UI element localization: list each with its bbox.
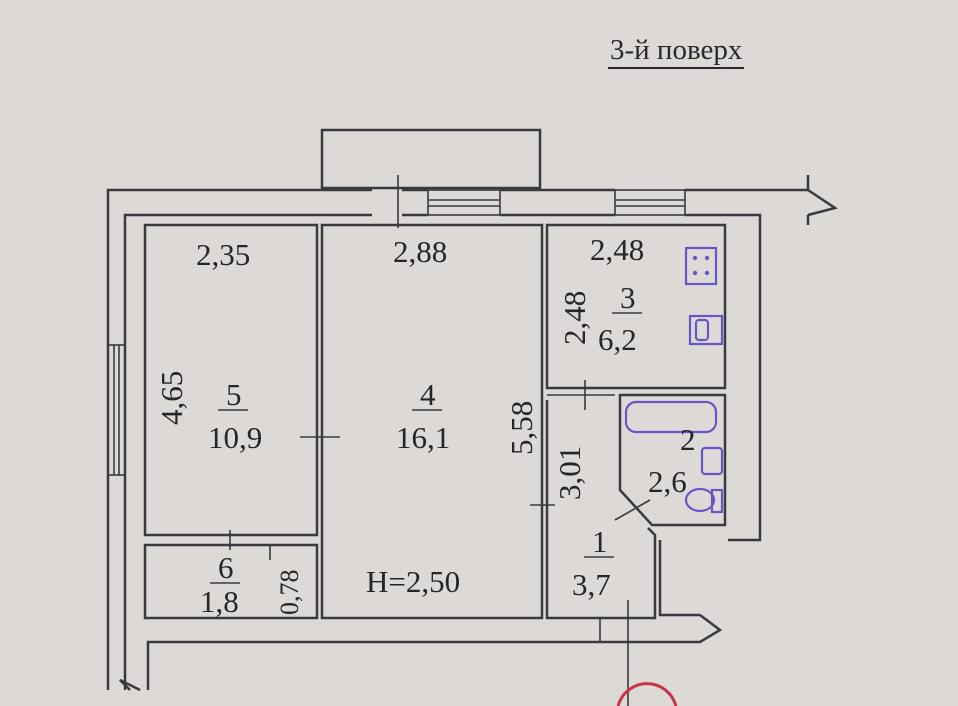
room-6-depth-label: 0,78	[275, 570, 304, 616]
room-5-height-label: 4,65	[154, 371, 189, 425]
room-3-width-label: 2,48	[590, 232, 644, 267]
room-5-width-label: 2,35	[196, 237, 250, 272]
room-4-width-label: 2,88	[393, 234, 447, 269]
room-1-number: 1	[592, 524, 608, 559]
outer-walls	[106, 175, 839, 692]
toilet-icon	[684, 487, 724, 514]
room-3-area: 6,2	[598, 322, 637, 357]
balcony	[320, 128, 542, 190]
room-5-area: 10,9	[208, 420, 262, 455]
room-6-outline	[143, 543, 319, 620]
room-1-area: 3,7	[572, 567, 611, 602]
windows	[107, 175, 686, 476]
washbasin-icon	[700, 446, 724, 476]
room-3-height-label: 2,48	[557, 291, 592, 345]
room-5-number: 5	[226, 377, 242, 412]
room-6-area: 1,8	[200, 584, 239, 619]
ceiling-height-label: H=2,50	[366, 564, 460, 599]
room-4-height-label: 5,58	[504, 401, 539, 455]
room-5-outline	[143, 223, 319, 537]
room-4-outline	[320, 223, 544, 620]
room-2-area: 2,6	[648, 464, 687, 499]
room-3-number: 3	[620, 280, 636, 315]
room-6-number: 6	[218, 550, 234, 585]
floor-title: 3-й поверх	[608, 36, 745, 69]
room-2-outline	[618, 393, 727, 527]
stamp-edge	[616, 682, 678, 706]
room-2-number: 2	[680, 422, 696, 457]
room-4-area: 16,1	[396, 420, 450, 455]
room-4-number: 4	[420, 377, 436, 412]
room-1-height-label: 3,01	[552, 446, 587, 500]
kitchen-sink-icon	[688, 314, 724, 346]
room-3-outline	[545, 223, 727, 390]
stove-icon	[684, 246, 718, 286]
room-1-outline	[545, 400, 657, 620]
bathtub-icon	[624, 400, 718, 434]
